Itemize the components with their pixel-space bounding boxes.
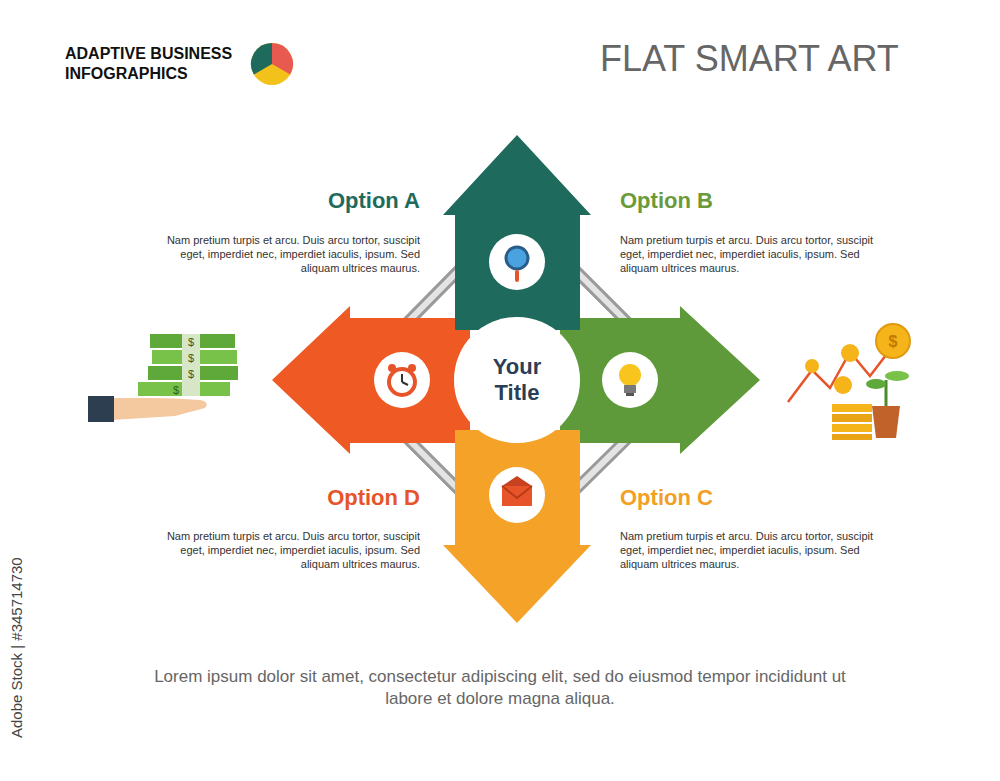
option-body: Nam pretium turpis et arcu. Duis arcu to… (162, 529, 420, 571)
money-hand-illustration: $ $ $ $ (88, 334, 238, 422)
up-arrow (443, 135, 591, 330)
svg-text:$: $ (889, 333, 898, 350)
left-arrow (272, 306, 470, 454)
option-heading: Option C (620, 485, 820, 511)
node-title: Your Title (469, 354, 565, 406)
search-icon (489, 234, 545, 290)
alarm-clock-icon (374, 352, 430, 408)
right-arrow (560, 306, 760, 454)
brand-name: ADAPTIVE BUSINESS INFOGRAPHICS (65, 44, 250, 84)
caption: Lorem ipsum dolor sit amet, consectetur … (150, 666, 850, 710)
growth-coins-illustration: $ (788, 324, 910, 440)
option-heading: Option D (220, 485, 420, 511)
option-body: Nam pretium turpis et arcu. Duis arcu to… (162, 233, 420, 275)
title-circle: Your Title (454, 317, 579, 442)
bulb-icon (602, 352, 658, 408)
logo-pie (251, 43, 293, 85)
svg-text:$: $ (188, 352, 194, 364)
svg-text:$: $ (188, 336, 194, 348)
envelope-icon (489, 467, 545, 523)
down-arrow (443, 430, 591, 623)
svg-text:$: $ (188, 368, 194, 380)
page-title: FLAT SMART ART (600, 38, 899, 80)
option-body: Nam pretium turpis et arcu. Duis arcu to… (620, 529, 878, 571)
svg-text:$: $ (173, 384, 179, 396)
watermark: Adobe Stock | #345714730 (8, 557, 25, 738)
option-body: Nam pretium turpis et arcu. Duis arcu to… (620, 233, 878, 275)
option-heading: Option B (620, 188, 820, 214)
option-heading: Option A (220, 188, 420, 214)
